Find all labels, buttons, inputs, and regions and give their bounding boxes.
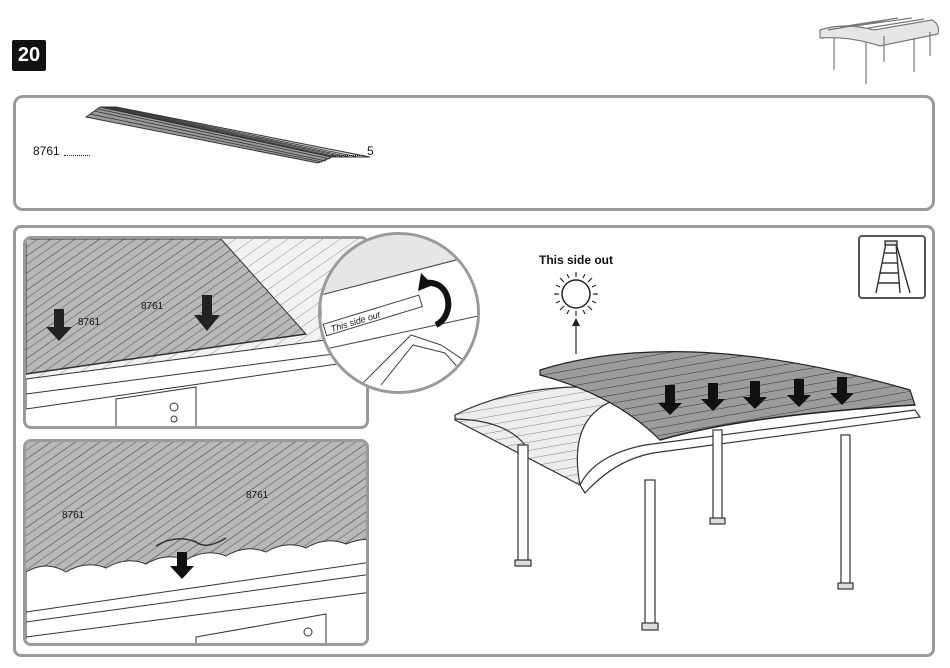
detail-view-top: 8761 8761 bbox=[23, 236, 369, 429]
detail-top-illustration: 8761 8761 bbox=[26, 239, 369, 429]
part-quantity-label: 5 bbox=[367, 144, 374, 158]
detail-view-bottom: 8761 8761 bbox=[23, 439, 369, 646]
ladder-tool-box bbox=[858, 235, 926, 299]
part-qty-leader bbox=[332, 155, 364, 156]
carport-thumbnail-icon bbox=[814, 16, 944, 88]
step-number-badge: 20 bbox=[12, 40, 46, 71]
ladder-icon bbox=[860, 237, 924, 297]
carport-assembly-illustration bbox=[445, 335, 925, 635]
side-out-caption: This side out bbox=[539, 253, 613, 267]
part-code-leader bbox=[64, 155, 90, 156]
step-number: 20 bbox=[18, 44, 40, 67]
roof-sheet-part-image bbox=[70, 105, 390, 165]
part-code-label: 8761 bbox=[33, 144, 60, 158]
sheet-label-a: 8761 bbox=[78, 317, 101, 328]
carport-thumbnail bbox=[814, 16, 944, 88]
sheet-label-d: 8761 bbox=[246, 490, 269, 501]
detail-bottom-illustration: 8761 8761 bbox=[26, 442, 369, 646]
sheet-label-c: 8761 bbox=[62, 510, 85, 521]
sheet-label-b: 8761 bbox=[141, 301, 164, 312]
